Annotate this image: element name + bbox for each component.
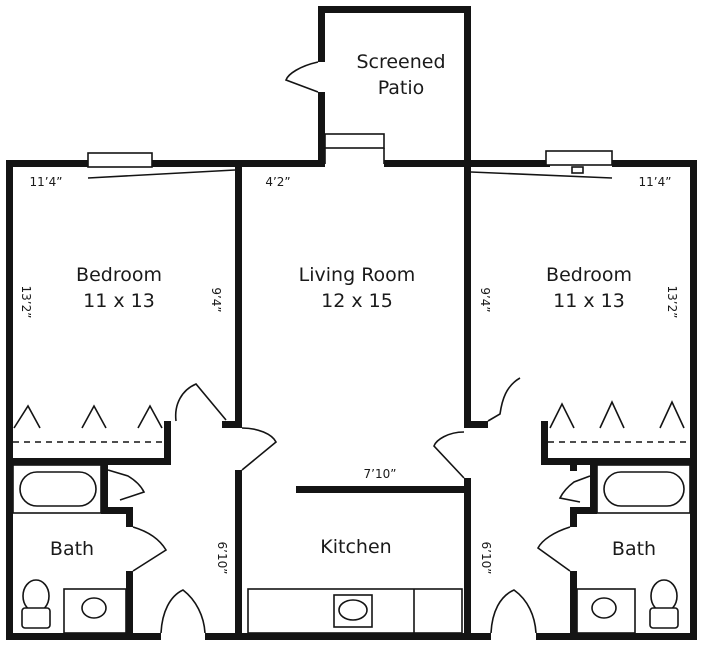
- right-hall-wall: [464, 478, 471, 640]
- left-bath-ledge: [101, 507, 133, 514]
- patio-label-line2: Patio: [378, 77, 425, 99]
- left-bath-label: Bath: [50, 538, 94, 560]
- left-bedroom-partition: [235, 160, 242, 428]
- dimension-labels: 11’4” 4’2” 11’4” 7’10” 13’2” 9’4” 9’4” 1…: [19, 175, 679, 574]
- right-bath-top-wall: [541, 458, 697, 465]
- patio-door-opening: [324, 133, 385, 164]
- patio-door-swing: [284, 61, 319, 93]
- left-bathtub: [12, 464, 102, 514]
- windows: [87, 133, 613, 179]
- living-room-label: Living Room: [299, 264, 416, 286]
- right-exterior-wall: [690, 160, 697, 640]
- bottom-wall-right: [536, 633, 697, 640]
- right-bath-label: Bath: [612, 538, 656, 560]
- patio-left-wall-upper: [318, 6, 325, 62]
- left-bedroom-size: 11 x 13: [83, 290, 155, 312]
- right-bedroom-partition: [464, 160, 471, 428]
- right-entry-door-swing: [490, 589, 537, 634]
- living-top-dim: 4’2”: [265, 175, 290, 189]
- left-bath-sink: [63, 588, 127, 634]
- top-wall-right: [612, 160, 697, 167]
- window-right-bedroom: [470, 150, 613, 179]
- left-closet-door-1: [13, 404, 41, 429]
- living-room-size: 12 x 15: [321, 290, 393, 312]
- patio-right-wall: [464, 6, 471, 164]
- window-left-bedroom: [87, 152, 236, 179]
- left-hall-wall: [235, 470, 242, 640]
- left-hall-dim: 6’10”: [215, 542, 229, 575]
- left-closet-side-wall: [164, 421, 171, 465]
- left-closet-door-2: [81, 404, 107, 429]
- right-bath-pocket-wall: [590, 458, 597, 514]
- closets: [13, 400, 690, 443]
- right-closet-door-3: [659, 400, 685, 429]
- left-bedroom-height-dim: 13’2”: [19, 286, 33, 319]
- right-closet-return: [464, 421, 488, 428]
- left-bath-top-wall: [6, 458, 171, 465]
- left-exterior-wall: [6, 160, 13, 640]
- right-closet-door-2: [599, 400, 625, 429]
- right-hall-dim: 6’10”: [479, 542, 493, 575]
- patio-label-line1: Screened: [356, 51, 445, 73]
- left-toilet: [21, 579, 51, 629]
- right-bath-sink: [576, 588, 636, 634]
- right-bath-stub: [570, 463, 577, 471]
- right-linen-door-swing: [558, 475, 591, 503]
- kitchen-counter: [247, 588, 463, 634]
- patio-left-wall-lower: [318, 92, 325, 164]
- left-bedroom-door-swing: [174, 383, 227, 422]
- room-labels: Screened Patio Living Room 12 x 15 Bedro…: [50, 51, 656, 560]
- right-bath-ledge: [570, 507, 597, 514]
- patio-top-wall: [318, 6, 471, 13]
- right-bath-inner-wall-lower: [570, 571, 577, 640]
- right-bedroom-label: Bedroom: [546, 264, 632, 286]
- left-hall-door-swing: [241, 427, 278, 471]
- right-hall-door-swing: [433, 431, 465, 479]
- bottom-wall-center: [205, 633, 491, 640]
- right-bathtub: [596, 464, 691, 514]
- kitchen-wall: [296, 486, 471, 493]
- left-bath-inner-wall-lower: [126, 571, 133, 640]
- left-bath-inner-wall-upper: [126, 507, 133, 527]
- walls: [6, 6, 697, 640]
- left-closet-door-3: [137, 404, 163, 429]
- bottom-wall-left: [6, 633, 161, 640]
- left-bedroom-label: Bedroom: [76, 264, 162, 286]
- right-bath-door-swing: [536, 526, 571, 572]
- right-closet-side-wall: [541, 421, 548, 465]
- left-closet-return: [222, 421, 242, 428]
- right-bath-inner-wall-upper: [570, 507, 577, 527]
- right-bedroom-side-dim: 9’4”: [478, 287, 492, 312]
- kitchen-label: Kitchen: [320, 536, 391, 558]
- right-closet-door-1: [549, 402, 575, 429]
- doors: [107, 61, 591, 634]
- left-bedroom-side-dim: 9’4”: [209, 287, 223, 312]
- right-bedroom-size: 11 x 13: [553, 290, 625, 312]
- left-bedroom-width-dim: 11’4”: [30, 175, 63, 189]
- right-bedroom-width-dim: 11’4”: [639, 175, 672, 189]
- kitchen-width-dim: 7’10”: [364, 467, 397, 481]
- left-bath-door-swing: [132, 526, 168, 572]
- left-bath-pocket-wall: [101, 458, 108, 514]
- left-entry-door-swing: [160, 589, 206, 634]
- right-bedroom-height-dim: 13’2”: [665, 286, 679, 319]
- top-wall-left: [6, 160, 88, 167]
- right-bedroom-door-swing: [487, 377, 521, 422]
- fixtures: [12, 464, 691, 634]
- right-toilet: [649, 579, 679, 629]
- left-linen-door-swing: [107, 469, 146, 501]
